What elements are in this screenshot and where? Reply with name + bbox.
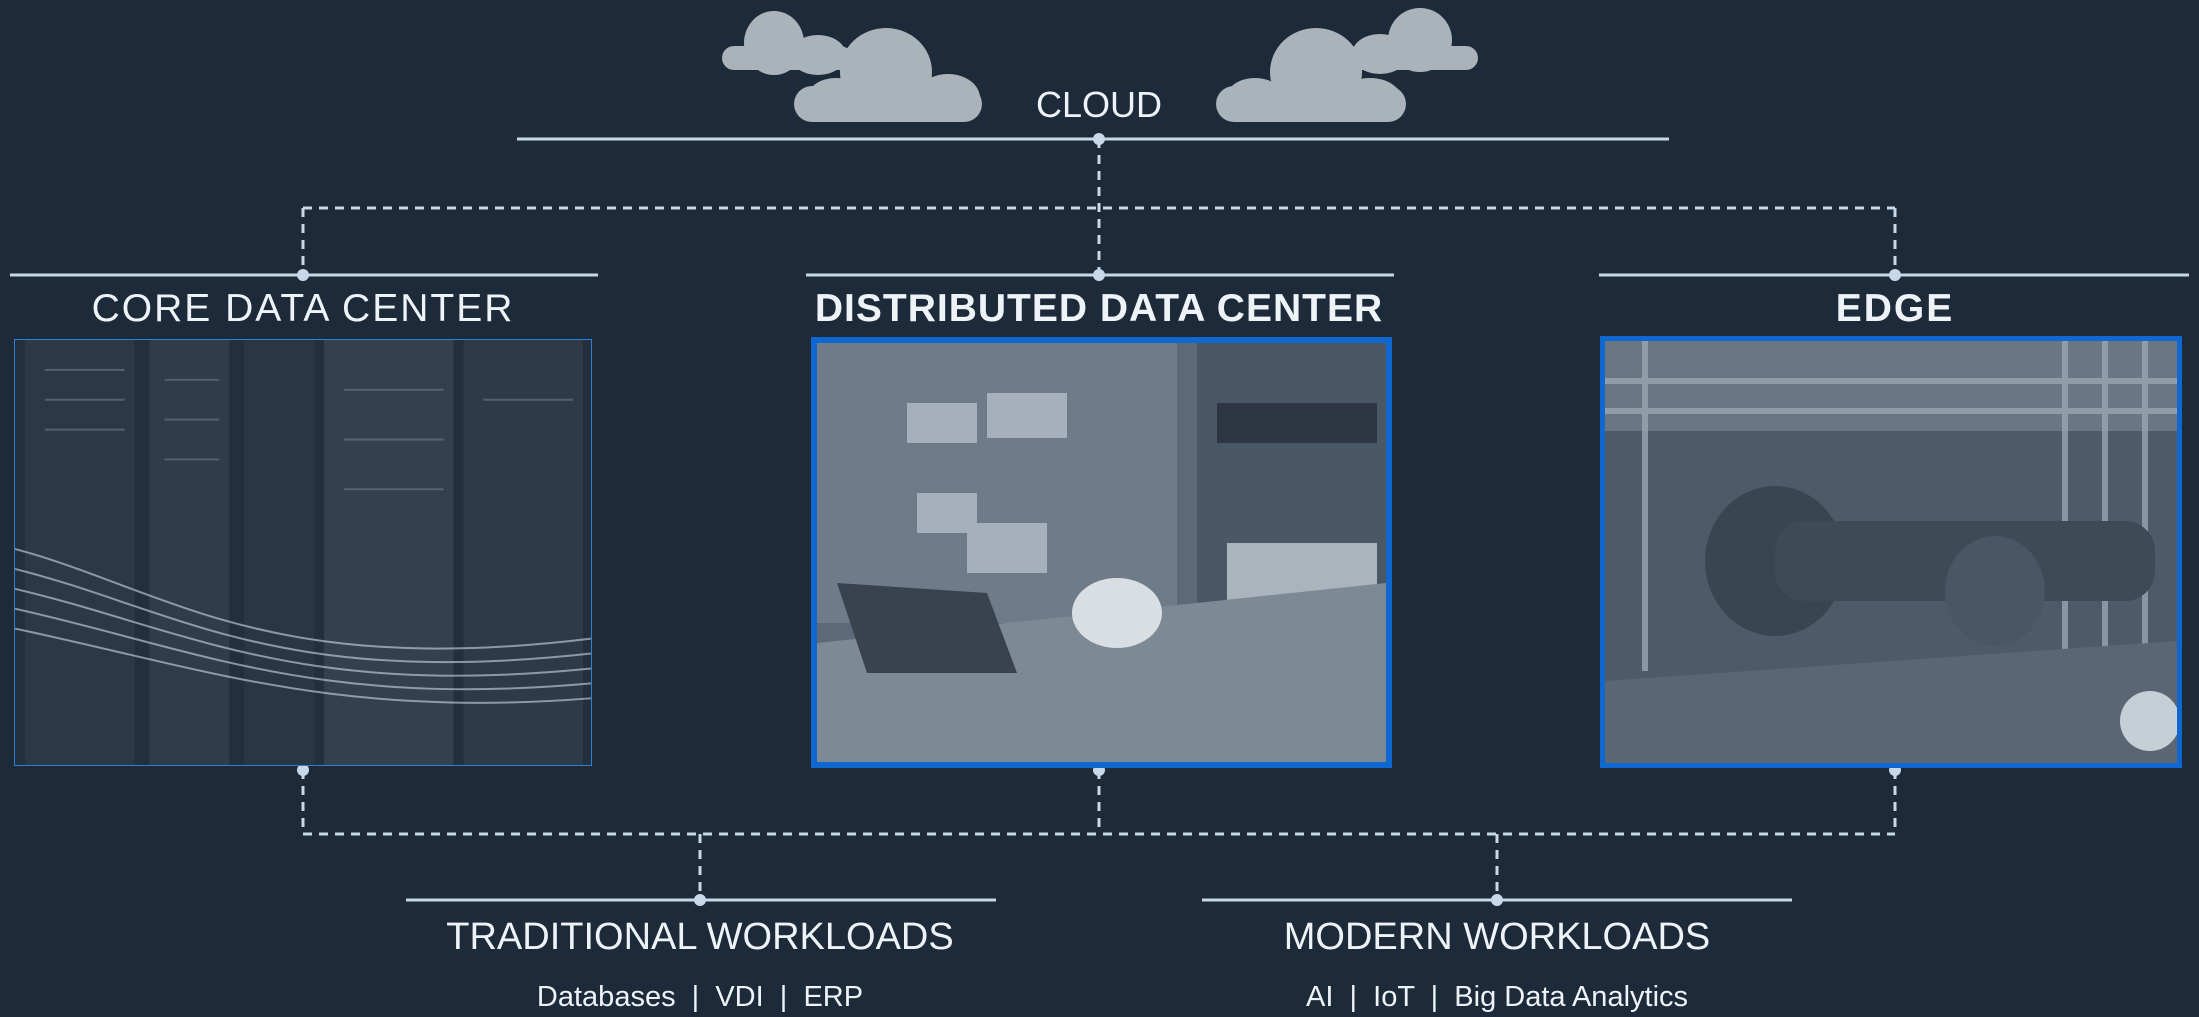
traditional-workloads-list: Databases | VDI | ERP <box>536 981 864 1013</box>
core-data-center-title: CORE DATA CENTER <box>91 287 515 330</box>
traditional-workloads-title: TRADITIONAL WORKLOADS <box>446 916 954 958</box>
cloud-icon-left <box>722 11 982 122</box>
distributed-data-center-title: DISTRIBUTED DATA CENTER <box>814 287 1384 330</box>
server-racks-image <box>14 339 592 766</box>
modern-workloads-title: MODERN WORKLOADS <box>1283 916 1711 958</box>
distributed-office-image <box>811 337 1392 768</box>
cloud-icon-right <box>1216 8 1478 122</box>
industrial-edge-image <box>1600 336 2182 768</box>
edge-title: EDGE <box>1835 287 1955 330</box>
cloud-title: CLOUD <box>1035 84 1163 125</box>
modern-workloads-list: AI | IoT | Big Data Analytics <box>1305 981 1689 1013</box>
